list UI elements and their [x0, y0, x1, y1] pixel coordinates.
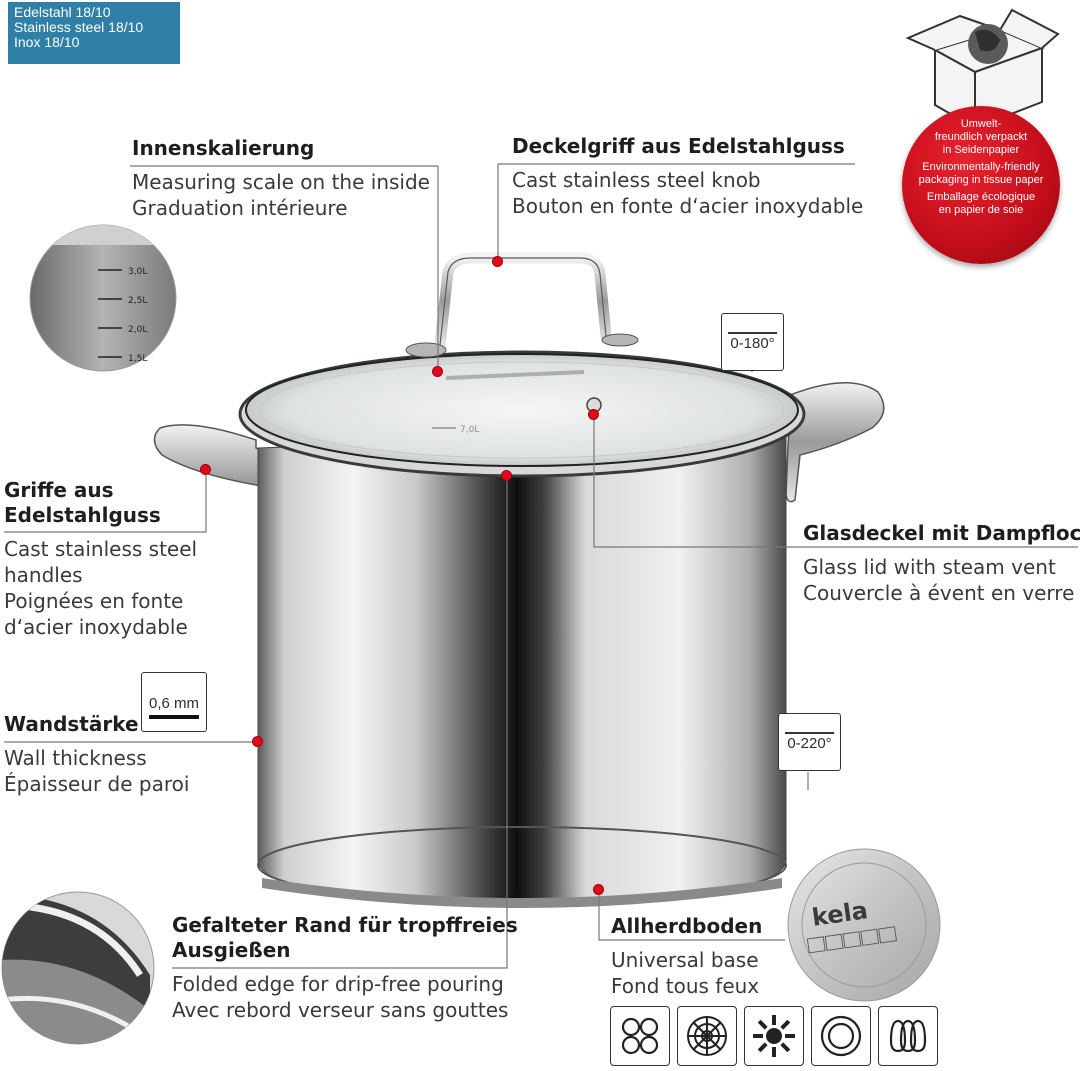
feature-title: Gefalteter Rand für tropffreies: [172, 913, 518, 937]
feature-en-2: handles: [4, 563, 83, 587]
feature-glass-lid: Glasdeckel mit Dampfloch Glass lid with …: [803, 521, 1080, 606]
temp-bar: [728, 332, 777, 334]
feature-lid-knob: Deckelgriff aus Edelstahlguss Cast stain…: [512, 134, 863, 219]
feature-en: Glass lid with steam vent: [803, 555, 1056, 579]
feature-folded-rim: Gefalteter Rand für tropffreies Ausgieße…: [172, 913, 518, 1023]
feature-title: Allherdboden: [611, 914, 763, 938]
pot-temperature-badge: 0-220°: [778, 713, 841, 771]
temp-bar: [785, 732, 834, 734]
feature-fr: Épaisseur de paroi: [4, 772, 190, 796]
gas-hob-icon: [744, 1006, 804, 1066]
marker-dot-handles: [200, 464, 211, 475]
material-de: Edelstahl 18/10: [14, 4, 111, 20]
feature-title: Wandstärke: [4, 712, 139, 736]
lid-temperature-value: 0-180°: [730, 335, 775, 352]
scale-mark-2-0: 2,0L: [128, 325, 147, 335]
feature-title: Griffe aus: [4, 478, 114, 502]
feature-fr: Couvercle à évent en verre: [803, 581, 1075, 605]
feature-fr: Poignées en fonte: [4, 589, 184, 613]
feature-fr: Graduation intérieure: [132, 196, 348, 220]
scale-mark-2-5: 2,5L: [128, 296, 147, 306]
eco-en-1: Environmentally-friendly: [922, 161, 1040, 173]
feature-title-2: Edelstahlguss: [4, 503, 161, 527]
eco-fr-1: Emballage écologique: [926, 191, 1036, 203]
feature-en: Universal base: [611, 948, 759, 972]
eco-fr-2: en papier de soie: [938, 204, 1024, 216]
wall-thickness-value: 0,6 mm: [148, 695, 199, 712]
marker-dot-rim: [501, 470, 512, 481]
eco-packaging-badge: Umwelt- freundlich verpackt in Seidenpap…: [902, 106, 1060, 264]
marker-dot-wall: [252, 736, 263, 747]
feature-en: Cast stainless steel knob: [512, 168, 761, 192]
eco-de-2: freundlich verpackt: [934, 131, 1028, 143]
wall-thickness-bar: [149, 715, 199, 719]
feature-en: Cast stainless steel: [4, 537, 198, 561]
wall-thickness-badge: 0,6 mm: [141, 672, 207, 732]
feature-handles: Griffe aus Edelstahlguss Cast stainless …: [4, 478, 197, 640]
material-en: Stainless steel 18/10: [14, 19, 144, 35]
feature-wall-thickness: Wandstärke Wall thickness Épaisseur de p…: [4, 712, 189, 797]
feature-title: Deckelgriff aus Edelstahlguss: [512, 134, 845, 158]
feature-fr: Fond tous feux: [611, 974, 760, 998]
marker-dot-lid: [588, 409, 599, 420]
electric-hob-icon: [610, 1006, 670, 1066]
feature-fr: Avec rebord verseur sans gouttes: [172, 998, 509, 1022]
feature-fr-2: d‘acier inoxydable: [4, 615, 188, 639]
lid-scale-mark: 7,0L: [460, 425, 479, 435]
feature-title: Innenskalierung: [132, 136, 315, 160]
pot-temperature-value: 0-220°: [787, 735, 832, 752]
feature-title: Glasdeckel mit Dampfloch: [803, 521, 1080, 545]
feature-fr: Bouton en fonte d‘acier inoxydable: [512, 194, 864, 218]
induction-hob-icon: [878, 1006, 938, 1066]
material-label-box: Edelstahl 18/10 Stainless steel 18/10 In…: [8, 2, 180, 64]
halogen-hob-icon: [811, 1006, 871, 1066]
scale-mark-1-5: 1,5L: [128, 354, 147, 364]
eco-de-1: Umwelt-: [960, 118, 1002, 130]
eco-en-2: packaging in tissue paper: [918, 174, 1044, 186]
feature-universal-base: Allherdboden Universal base Fond tous fe…: [611, 914, 762, 999]
feature-en: Wall thickness: [4, 746, 147, 770]
ceramic-hob-icon: [677, 1006, 737, 1066]
marker-dot-scale: [432, 366, 443, 377]
lid-temperature-badge: 0-180°: [721, 313, 784, 371]
feature-measuring-scale: Innenskalierung Measuring scale on the i…: [132, 136, 430, 221]
eco-de-3: in Seidenpapier: [942, 144, 1020, 156]
material-fr: Inox 18/10: [14, 34, 80, 50]
marker-dot-knob: [492, 256, 503, 267]
feature-en: Folded edge for drip-free pouring: [172, 972, 504, 996]
feature-title-2: Ausgießen: [172, 938, 291, 962]
scale-mark-3-0: 3,0L: [128, 267, 147, 277]
marker-dot-base: [593, 884, 604, 895]
feature-en: Measuring scale on the inside: [132, 170, 430, 194]
